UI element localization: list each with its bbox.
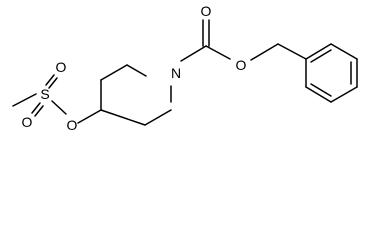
bond-phenyl-inner-6-1: [310, 49, 332, 63]
bond-methyl-sulfur: [12, 93, 37, 107]
bond-phenyl-2-3: [305, 86, 332, 103]
ring-nitrogen-label: N: [171, 65, 181, 81]
bond-sulfur-ether-oxygen: [51, 100, 67, 115]
bond-phenyl-6-1: [305, 43, 332, 60]
bond-sulfur-oxygen-top-b: [48, 77, 58, 89]
bond-phenyl-5-6: [330, 43, 358, 60]
carbonyl-oxygen-label: O: [201, 3, 212, 19]
bond-ether-oxygen-ring: [77, 109, 102, 124]
bond-sulfur-oxygen-bottom-b: [34, 105, 44, 117]
bond-ring-c6-c5: [144, 109, 172, 126]
ester-oxygen-label: O: [236, 57, 247, 73]
bond-phenyl-inner-2-3: [310, 83, 332, 97]
bond-carbonyl-ester-oxygen: [205, 45, 231, 60]
bond-ring-c3-c2: [100, 64, 128, 81]
bond-ring-c2-nitrogen: [126, 64, 147, 77]
bond-sulfur-oxygen-top-a: [45, 74, 55, 86]
bond-phenyl-3-4: [330, 86, 358, 103]
bond-methylene-phenyl: [277, 43, 307, 60]
bond-nitrogen-carbonyl: [180, 45, 207, 62]
benzyl-piperidine-mesylate-structure: O O N O S O O: [12, 3, 358, 133]
sulfonyl-oxygen-top-label: O: [56, 59, 67, 75]
bond-sulfur-oxygen-bottom-a: [31, 102, 41, 114]
bond-ring-c5-c4: [100, 109, 146, 126]
sulfonyl-oxygen-bottom-label: O: [22, 114, 33, 130]
sulfur-label: S: [40, 86, 49, 102]
ether-oxygen-label: O: [67, 117, 78, 133]
bond-ester-oxygen-methylene: [250, 43, 279, 61]
